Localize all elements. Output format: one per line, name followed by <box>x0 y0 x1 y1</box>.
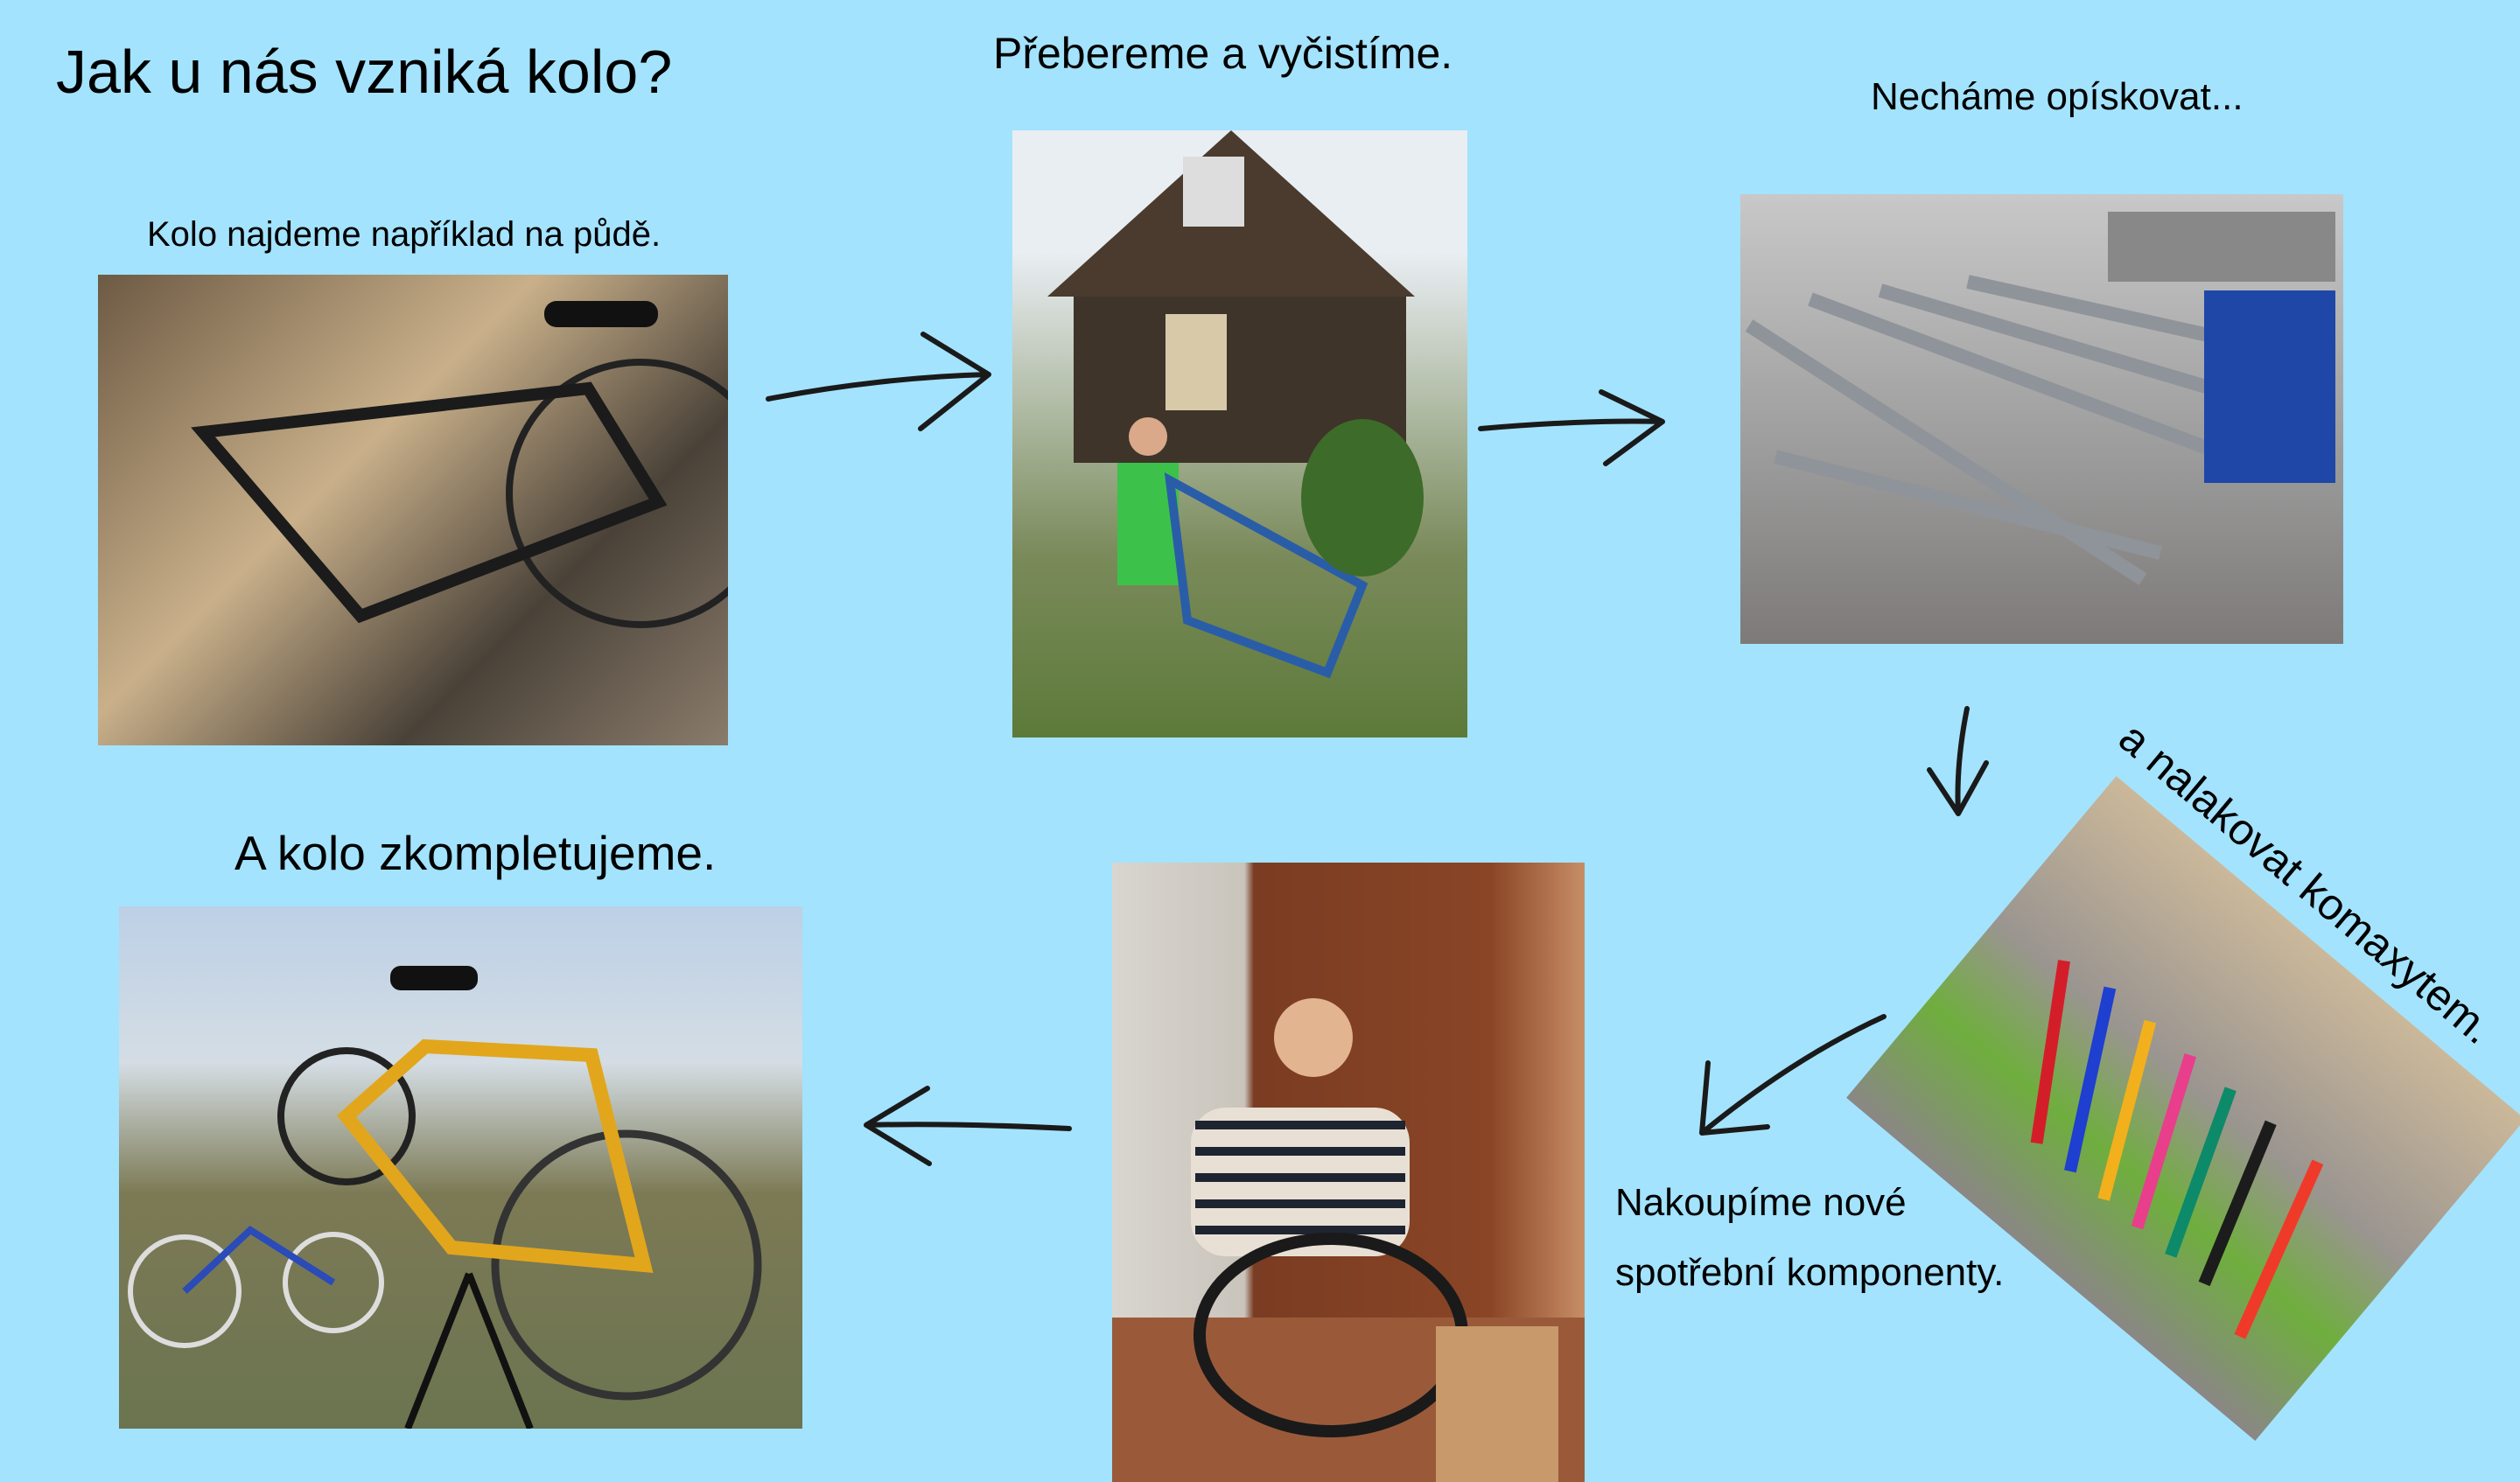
arrow-icon-5-to-6 <box>864 1086 1072 1166</box>
arrow-icon-1-to-2 <box>766 332 991 431</box>
arrow-icon-3-to-4 <box>1927 706 1989 816</box>
caption-step-2: Přebereme a vyčistíme. <box>993 29 1453 78</box>
arrow-icon-4-to-5 <box>1699 1014 1886 1136</box>
photo-completed-bike <box>119 906 802 1429</box>
caption-step-6: A kolo zkompletujeme. <box>234 826 717 880</box>
caption-step-1: Kolo najdeme například na půdě. <box>147 215 662 254</box>
arrow-icon-2-to-3 <box>1478 389 1665 466</box>
photo-bike-in-attic <box>98 275 728 745</box>
photo-cottage-cleaning <box>1012 130 1467 738</box>
caption-step-5-line-2: spotřební komponenty. <box>1615 1251 2005 1294</box>
caption-step-3: Necháme opískovat... <box>1871 75 2244 118</box>
photo-powder-coated-frames <box>1846 776 2520 1441</box>
photo-sandblasted-frames <box>1740 194 2343 644</box>
caption-step-5-line-1: Nakoupíme nové <box>1615 1181 1907 1224</box>
page-title: Jak u nás vzniká kolo? <box>56 38 673 106</box>
photo-new-components <box>1112 863 1585 1482</box>
